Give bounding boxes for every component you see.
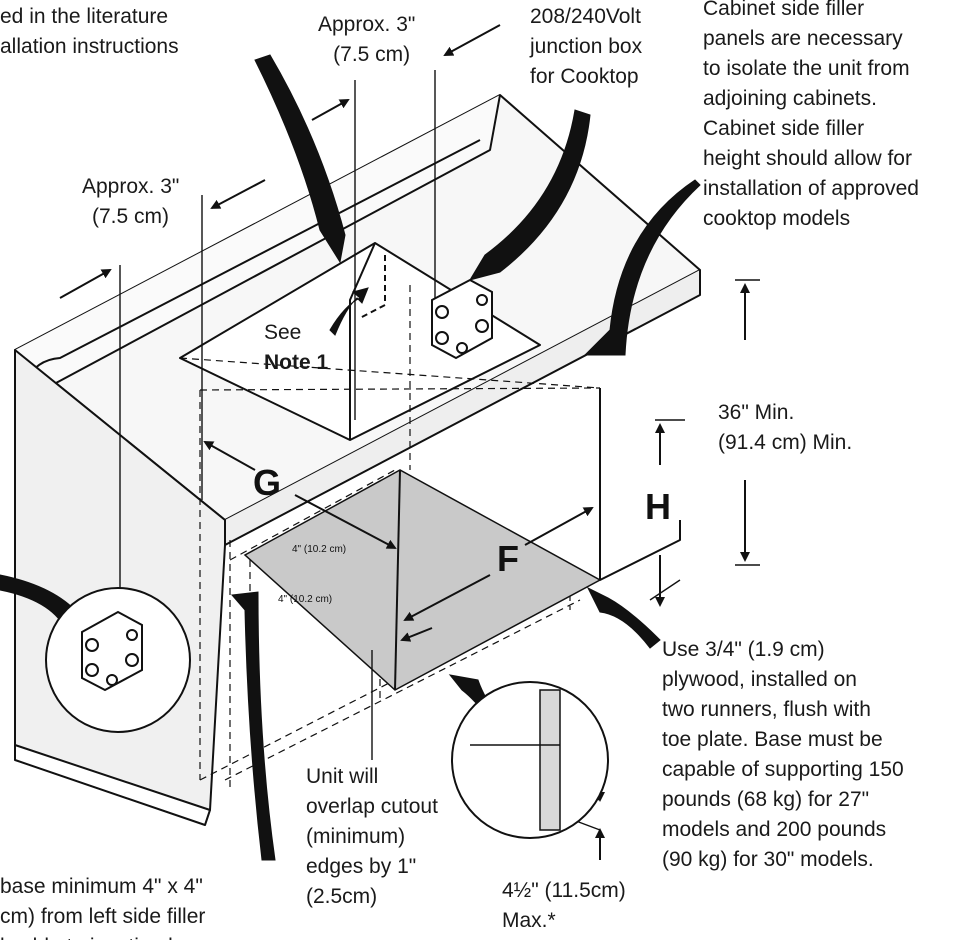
dimension-f: F [497, 538, 519, 579]
dimension-g: G [253, 462, 282, 503]
plywood-base [243, 469, 602, 691]
dimension-h: H [645, 486, 671, 527]
approx-left-label: Approx. 3"(7.5 cm) [82, 175, 180, 228]
bottom-left-note: base minimum 4" x 4"cm) from left side f… [0, 875, 206, 940]
junction-box-icon [81, 610, 143, 692]
toe-plate-note: 4½" (11.5cm)Max.* [502, 879, 626, 932]
small-dim-a: 4" (10.2 cm) [292, 544, 347, 555]
toe-plate-detail [451, 681, 609, 839]
approx-top-label: Approx. 3"(7.5 cm) [318, 13, 416, 66]
junction-box-icon [431, 278, 493, 360]
arrow-icon [254, 54, 346, 264]
height-label: 36" Min.(91.4 cm) Min. [718, 401, 853, 454]
small-dim-b: 4" (10.2 cm) [278, 594, 333, 605]
